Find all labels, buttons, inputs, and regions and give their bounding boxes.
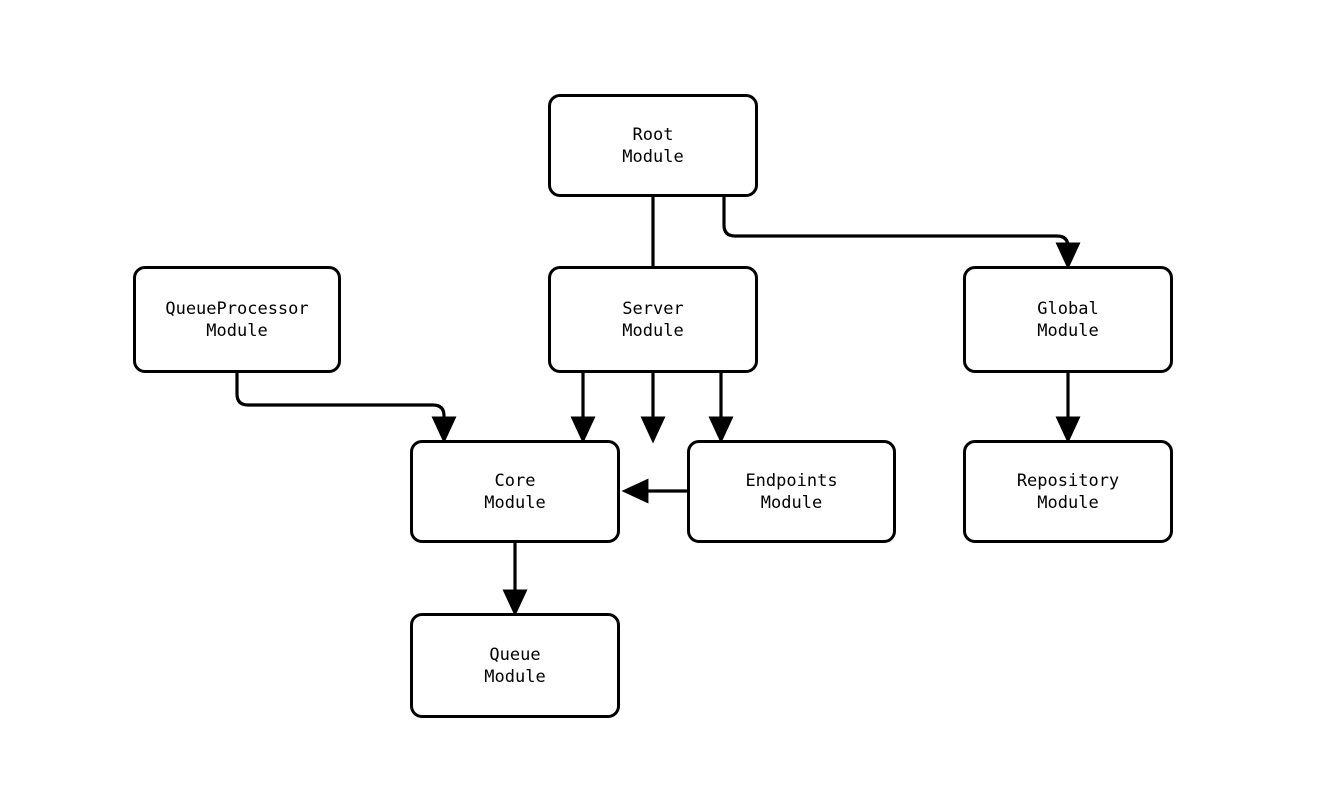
node-label-root-module: Root Module [622,124,684,167]
node-label-queueprocessor-module: QueueProcessor Module [165,298,309,341]
node-queueprocessor-module[interactable]: QueueProcessor Module [133,266,341,373]
node-core-module[interactable]: Core Module [410,440,620,543]
node-root-module[interactable]: Root Module [548,94,758,197]
edge-queueprocessor-to-core [235,373,457,444]
edge-root-to-global [722,197,1081,270]
node-global-module[interactable]: Global Module [963,266,1173,373]
node-label-global-module: Global Module [1037,298,1099,341]
node-endpoints-module[interactable]: Endpoints Module [687,440,896,543]
node-server-module[interactable]: Server Module [548,266,758,373]
node-label-endpoints-module: Endpoints Module [745,470,838,513]
node-label-core-module: Core Module [484,470,546,513]
node-repository-module[interactable]: Repository Module [963,440,1173,543]
node-queue-module[interactable]: Queue Module [410,613,620,718]
node-label-queue-module: Queue Module [484,644,546,687]
node-label-repository-module: Repository Module [1016,470,1120,513]
node-label-server-module: Server Module [622,298,684,341]
